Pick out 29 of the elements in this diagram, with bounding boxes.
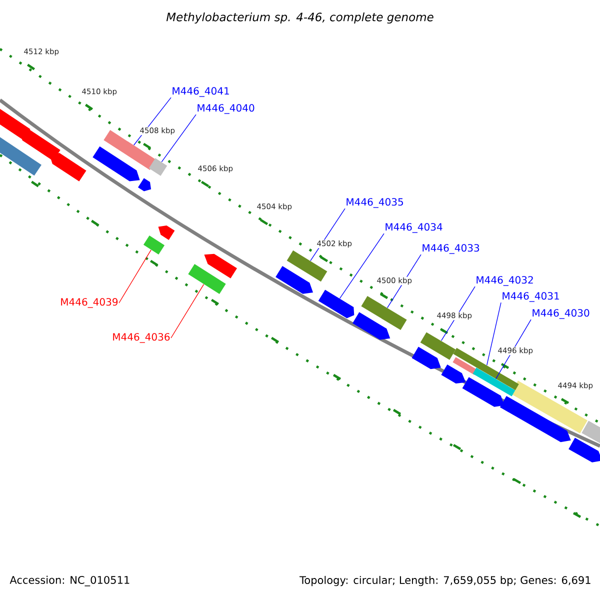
footer-text: Accession: NC_010511 bbox=[10, 576, 130, 586]
gene-label: M446_4032 bbox=[476, 276, 533, 286]
gene-label: M446_4030 bbox=[532, 309, 590, 319]
gene-label: M446_4033 bbox=[422, 244, 480, 254]
leader-line bbox=[339, 233, 384, 299]
gene-label: M446_4041 bbox=[172, 87, 229, 97]
gene-label: M446_4035 bbox=[346, 198, 403, 208]
gene-label: M446_4034 bbox=[386, 223, 442, 233]
leader-line bbox=[161, 114, 196, 162]
gene-label: M446_4031 bbox=[502, 292, 559, 302]
gene-feature bbox=[188, 264, 226, 294]
footer-text: Topology: circular; Length: 7,659,055 bp; Genes: 6,691 bbox=[300, 576, 590, 586]
leader-line bbox=[486, 302, 502, 366]
leader-line bbox=[170, 284, 204, 338]
gene-feature bbox=[143, 236, 165, 254]
gene-label: M446_4036 bbox=[113, 333, 170, 343]
leader-line bbox=[118, 250, 152, 304]
gene-feature bbox=[472, 368, 516, 396]
leader-line bbox=[310, 208, 346, 262]
gene-feature bbox=[420, 332, 456, 360]
gene-feature bbox=[286, 250, 328, 282]
gene-feature bbox=[453, 348, 519, 390]
gene-label: M446_4039 bbox=[61, 298, 118, 308]
gene-feature bbox=[148, 158, 168, 176]
gene-feature bbox=[318, 290, 354, 318]
gene-feature bbox=[361, 296, 407, 330]
leader-line bbox=[496, 319, 532, 380]
title: Methylobacterium sp. 4-46, complete genome bbox=[166, 12, 434, 24]
gene-label: M446_4040 bbox=[198, 104, 254, 114]
